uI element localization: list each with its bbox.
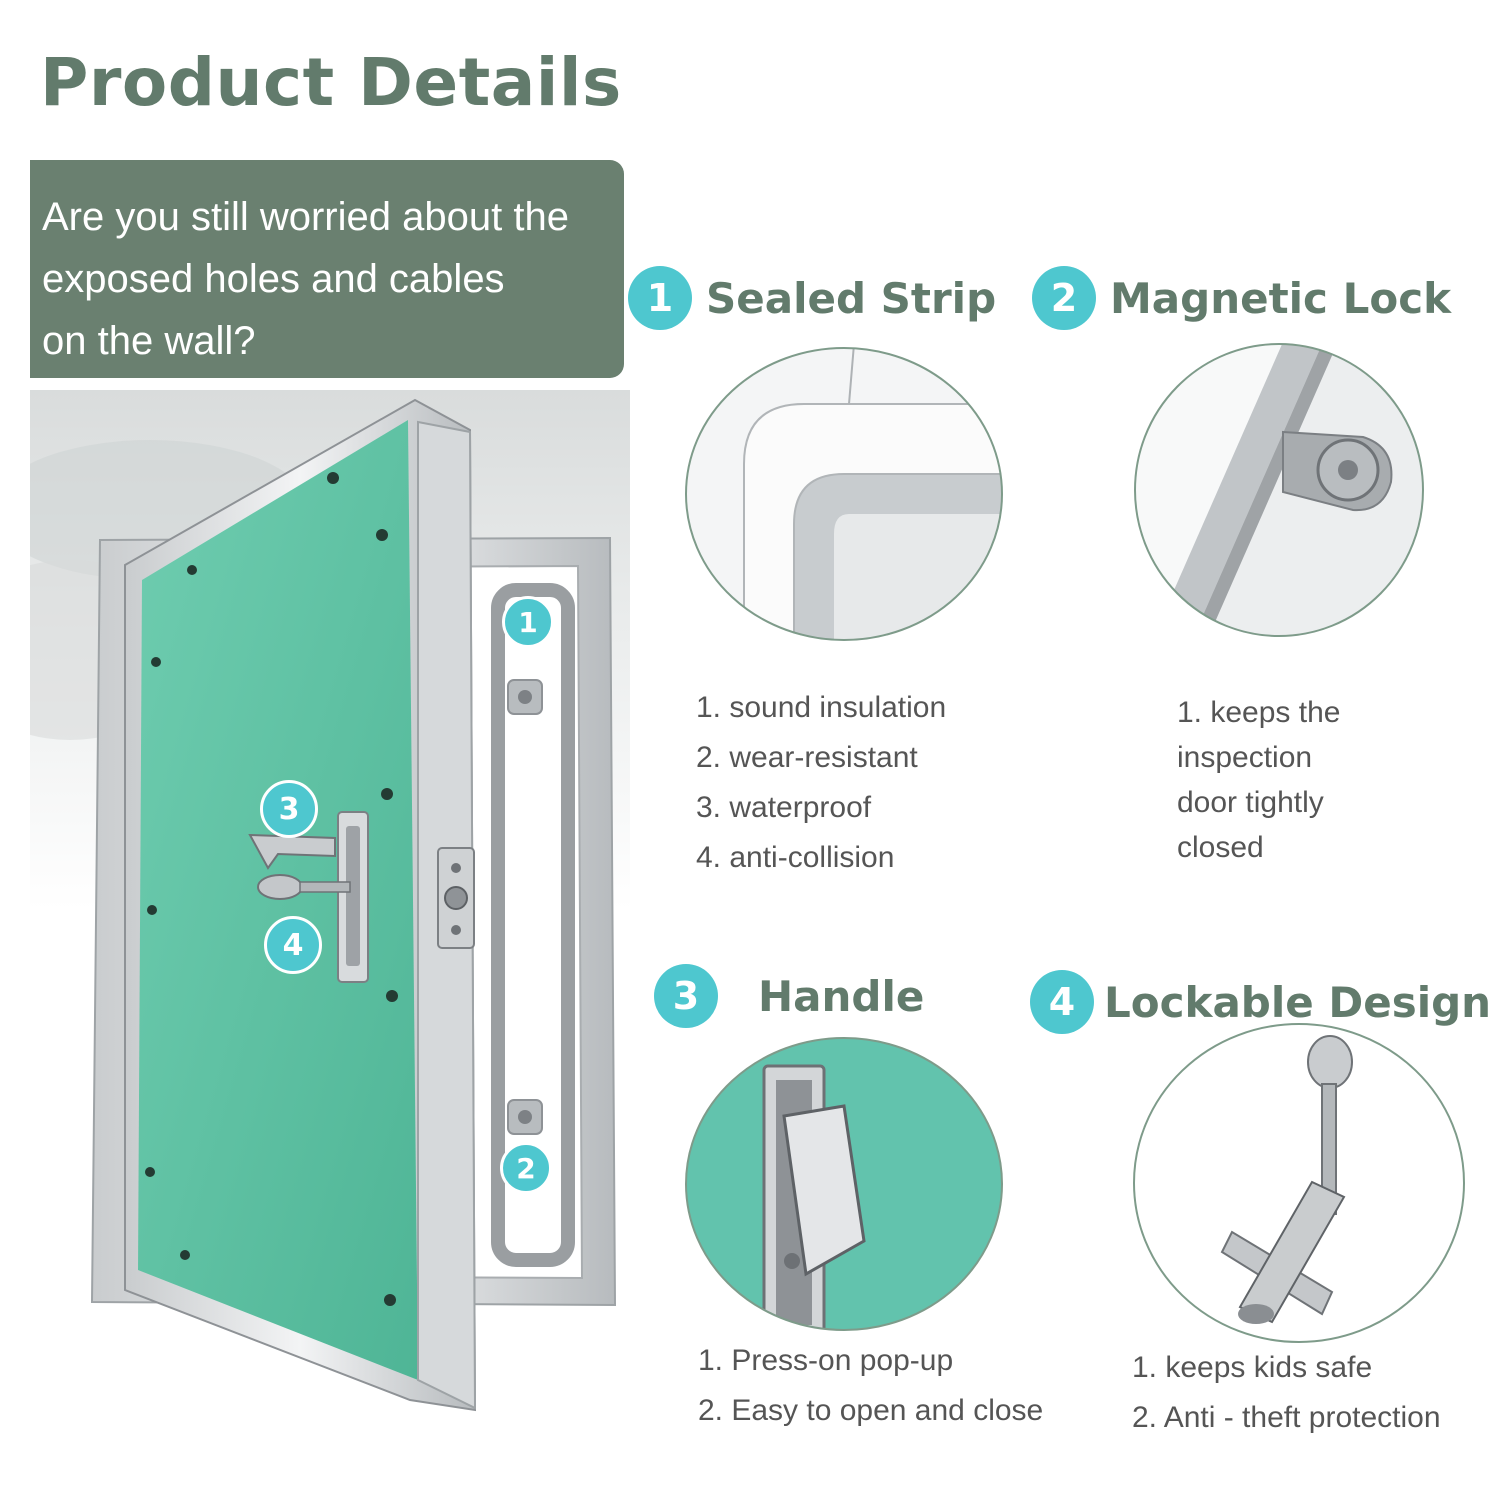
sealed-strip-image bbox=[685, 347, 1003, 641]
number-badge-icon: 3 bbox=[654, 964, 718, 1028]
feature-magnetic-lock-heading: 2 Magnetic Lock bbox=[1032, 266, 1451, 330]
intro-line: Are you still worried about the bbox=[42, 195, 569, 239]
feature-sealed-strip-heading: 1 Sealed Strip bbox=[628, 266, 996, 330]
feature-lockable-design-heading: 4 Lockable Design bbox=[1030, 970, 1491, 1034]
number-badge-icon: 1 bbox=[628, 266, 692, 330]
access-door-image bbox=[0, 390, 630, 1412]
list-item: closed bbox=[1177, 831, 1264, 864]
number-badge-icon: 2 bbox=[1032, 266, 1096, 330]
callout-badge-1: 1 bbox=[502, 596, 554, 648]
lockable-design-closeup bbox=[1132, 1022, 1466, 1344]
sealed-strip-bullets: 1. sound insulation 2. wear-resistant 3.… bbox=[696, 683, 946, 883]
handle-image bbox=[685, 1037, 1003, 1331]
list-item: 1. sound insulation bbox=[696, 691, 947, 724]
callout-badge-4: 4 bbox=[264, 916, 322, 974]
list-item: 2. Anti - theft protection bbox=[1132, 1401, 1441, 1434]
feature-title: Handle bbox=[758, 971, 925, 1021]
list-item: 2. wear-resistant bbox=[696, 741, 918, 774]
list-item: door tightly bbox=[1177, 786, 1324, 819]
page-title: Product Details bbox=[40, 44, 622, 121]
list-item: 1. keeps kids safe bbox=[1132, 1351, 1373, 1384]
lockable-design-bullets: 1. keeps kids safe 2. Anti - theft prote… bbox=[1132, 1343, 1441, 1443]
number-badge-icon: 4 bbox=[1030, 970, 1094, 1034]
magnetic-lock-bullets: 1. keeps the inspection door tightly clo… bbox=[1177, 690, 1340, 870]
intro-line: exposed holes and cables bbox=[42, 257, 505, 301]
feature-title: Lockable Design bbox=[1104, 977, 1492, 1027]
key-lock-image bbox=[1133, 1023, 1465, 1343]
sealed-strip-closeup bbox=[684, 344, 1004, 644]
magnetic-lock-image bbox=[1134, 343, 1424, 637]
handle-closeup bbox=[684, 1036, 1004, 1332]
handle-bullets: 1. Press-on pop-up 2. Easy to open and c… bbox=[698, 1336, 1043, 1436]
list-item: 4. anti-collision bbox=[696, 841, 895, 874]
feature-title: Sealed Strip bbox=[706, 273, 997, 323]
list-item: 1. Press-on pop-up bbox=[698, 1344, 954, 1377]
magnetic-lock-closeup bbox=[1133, 342, 1425, 638]
list-item: 3. waterproof bbox=[696, 791, 872, 824]
list-item: 1. keeps the bbox=[1177, 696, 1341, 729]
intro-banner: Are you still worried about the exposed … bbox=[30, 160, 624, 378]
feature-handle-heading: 3 Handle bbox=[654, 964, 924, 1028]
intro-line: on the wall? bbox=[42, 319, 256, 363]
callout-badge-2: 2 bbox=[500, 1142, 552, 1194]
list-item: inspection bbox=[1177, 741, 1313, 774]
callout-badge-3: 3 bbox=[260, 780, 318, 838]
access-door-illustration: 1 2 3 4 bbox=[0, 390, 630, 1430]
list-item: 2. Easy to open and close bbox=[698, 1394, 1044, 1427]
feature-title: Magnetic Lock bbox=[1110, 273, 1452, 323]
